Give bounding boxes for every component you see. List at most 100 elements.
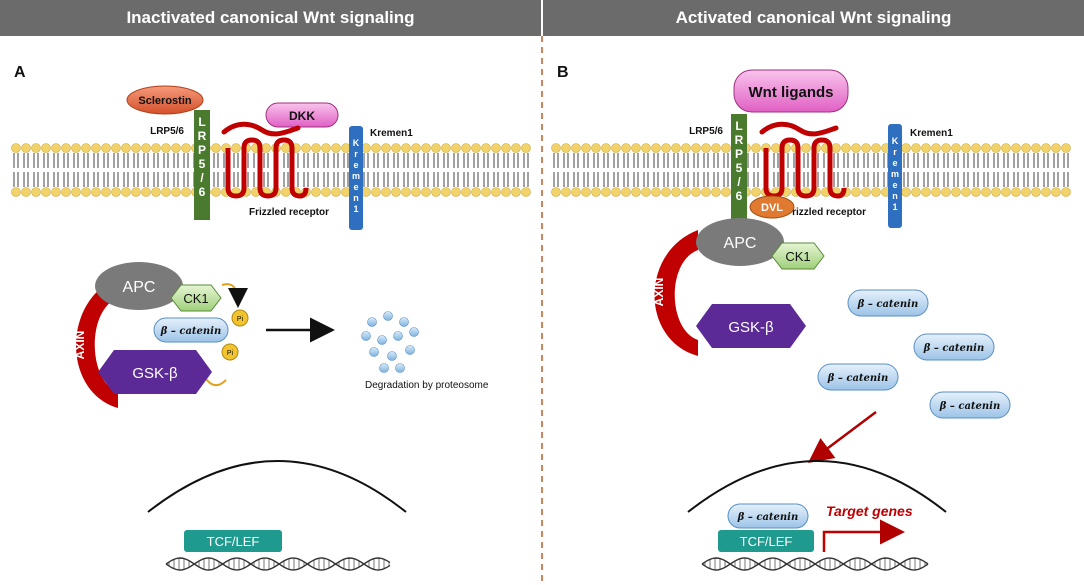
lipid-head [701, 143, 711, 153]
tcf-lef-label-b: TCF/LEF [740, 534, 793, 549]
lipid-head [491, 187, 501, 197]
lipid-head [911, 187, 921, 197]
lipid-head [51, 143, 61, 153]
lipid-head [71, 187, 81, 197]
lipid-head [931, 143, 941, 153]
lipid-head [961, 143, 971, 153]
lipid-head [31, 143, 41, 153]
lipid-head [971, 187, 981, 197]
lipid-head [421, 143, 431, 153]
lipid-head [871, 187, 881, 197]
phosphate-1-label: Pi [237, 316, 244, 323]
lipid-head [171, 143, 181, 153]
lipid-head [631, 187, 641, 197]
lipid-head [921, 143, 931, 153]
lipid-head [411, 187, 421, 197]
lipid-head [211, 143, 221, 153]
cell-membrane-left [11, 143, 531, 197]
degraded-fragment [383, 311, 393, 321]
lipid-head [1041, 143, 1051, 153]
lipid-head [421, 187, 431, 197]
axin-label-a: AXIN [73, 331, 87, 360]
lipid-head [311, 143, 321, 153]
degraded-fragment [369, 347, 379, 357]
lipid-head [571, 187, 581, 197]
lipid-head [331, 187, 341, 197]
lipid-head [1051, 187, 1061, 197]
lipid-head [901, 187, 911, 197]
lipid-head [801, 143, 811, 153]
lipid-head [651, 143, 661, 153]
lipid-head [401, 143, 411, 153]
lipid-head [481, 187, 491, 197]
dkk-shape [265, 102, 339, 128]
lipid-head [601, 187, 611, 197]
beta-catenin-shape-a [153, 317, 229, 343]
gsk-shape-a [98, 350, 212, 394]
lipid-head [441, 187, 451, 197]
free-beta-catenin-4-shape [929, 391, 1011, 419]
lipid-head [381, 187, 391, 197]
lipid-head [851, 187, 861, 197]
lipid-head [91, 143, 101, 153]
apc-label-a: APC [123, 279, 156, 296]
lipid-head [321, 187, 331, 197]
lipid-head [981, 143, 991, 153]
lipid-head [931, 187, 941, 197]
dkk-label: DKK [289, 109, 315, 123]
lipid-head [1031, 187, 1041, 197]
lipid-head [141, 143, 151, 153]
lipid-head [461, 143, 471, 153]
lipid-head [711, 143, 721, 153]
lipid-head [321, 143, 331, 153]
lipid-head [181, 143, 191, 153]
lipid-head [641, 187, 651, 197]
nucleus-envelope-b [687, 460, 947, 513]
lipid-head [51, 187, 61, 197]
lipid-head [21, 187, 31, 197]
lipid-head [631, 143, 641, 153]
lrp-receptor-b [731, 114, 747, 220]
lipid-head [831, 143, 841, 153]
ck1-label-a: CK1 [183, 291, 208, 306]
dvl-shape [749, 195, 795, 219]
cell-membrane-right [551, 143, 1071, 197]
dna-strand [701, 557, 929, 571]
lipid-head [31, 187, 41, 197]
lipid-head [661, 143, 671, 153]
lipid-head [161, 187, 171, 197]
lipid-head [1051, 143, 1061, 153]
lipid-head [711, 187, 721, 197]
lipid-head [461, 187, 471, 197]
lipid-head [301, 143, 311, 153]
kremen-receptor-b [888, 124, 902, 228]
lipid-head [721, 187, 731, 197]
lipid-head [551, 143, 561, 153]
frizzled-receptor-b [763, 137, 847, 199]
dna-strand [165, 557, 391, 571]
free-beta-catenin-1: β – catenin [847, 289, 929, 317]
lipid-head [131, 187, 141, 197]
lipid-head [431, 187, 441, 197]
lipid-head [591, 143, 601, 153]
lipid-head [431, 143, 441, 153]
lipid-head [1061, 143, 1071, 153]
lipid-head [551, 187, 561, 197]
nucleus-envelope-a [147, 460, 407, 513]
dna-helix-a [165, 557, 391, 571]
lipid-head [621, 187, 631, 197]
lipid-head [1011, 143, 1021, 153]
lipid-head [921, 187, 931, 197]
frizzled-label-a: Frizzled receptor [249, 207, 329, 218]
gsk-label-b: GSK-β [728, 319, 774, 336]
lipid-head [11, 187, 21, 197]
free-beta-catenin-1-shape [847, 289, 929, 317]
lipid-head [311, 187, 321, 197]
ck1-shape-b [771, 242, 825, 270]
degraded-fragment [405, 345, 415, 355]
lipid-head [1001, 187, 1011, 197]
lipid-head [591, 187, 601, 197]
